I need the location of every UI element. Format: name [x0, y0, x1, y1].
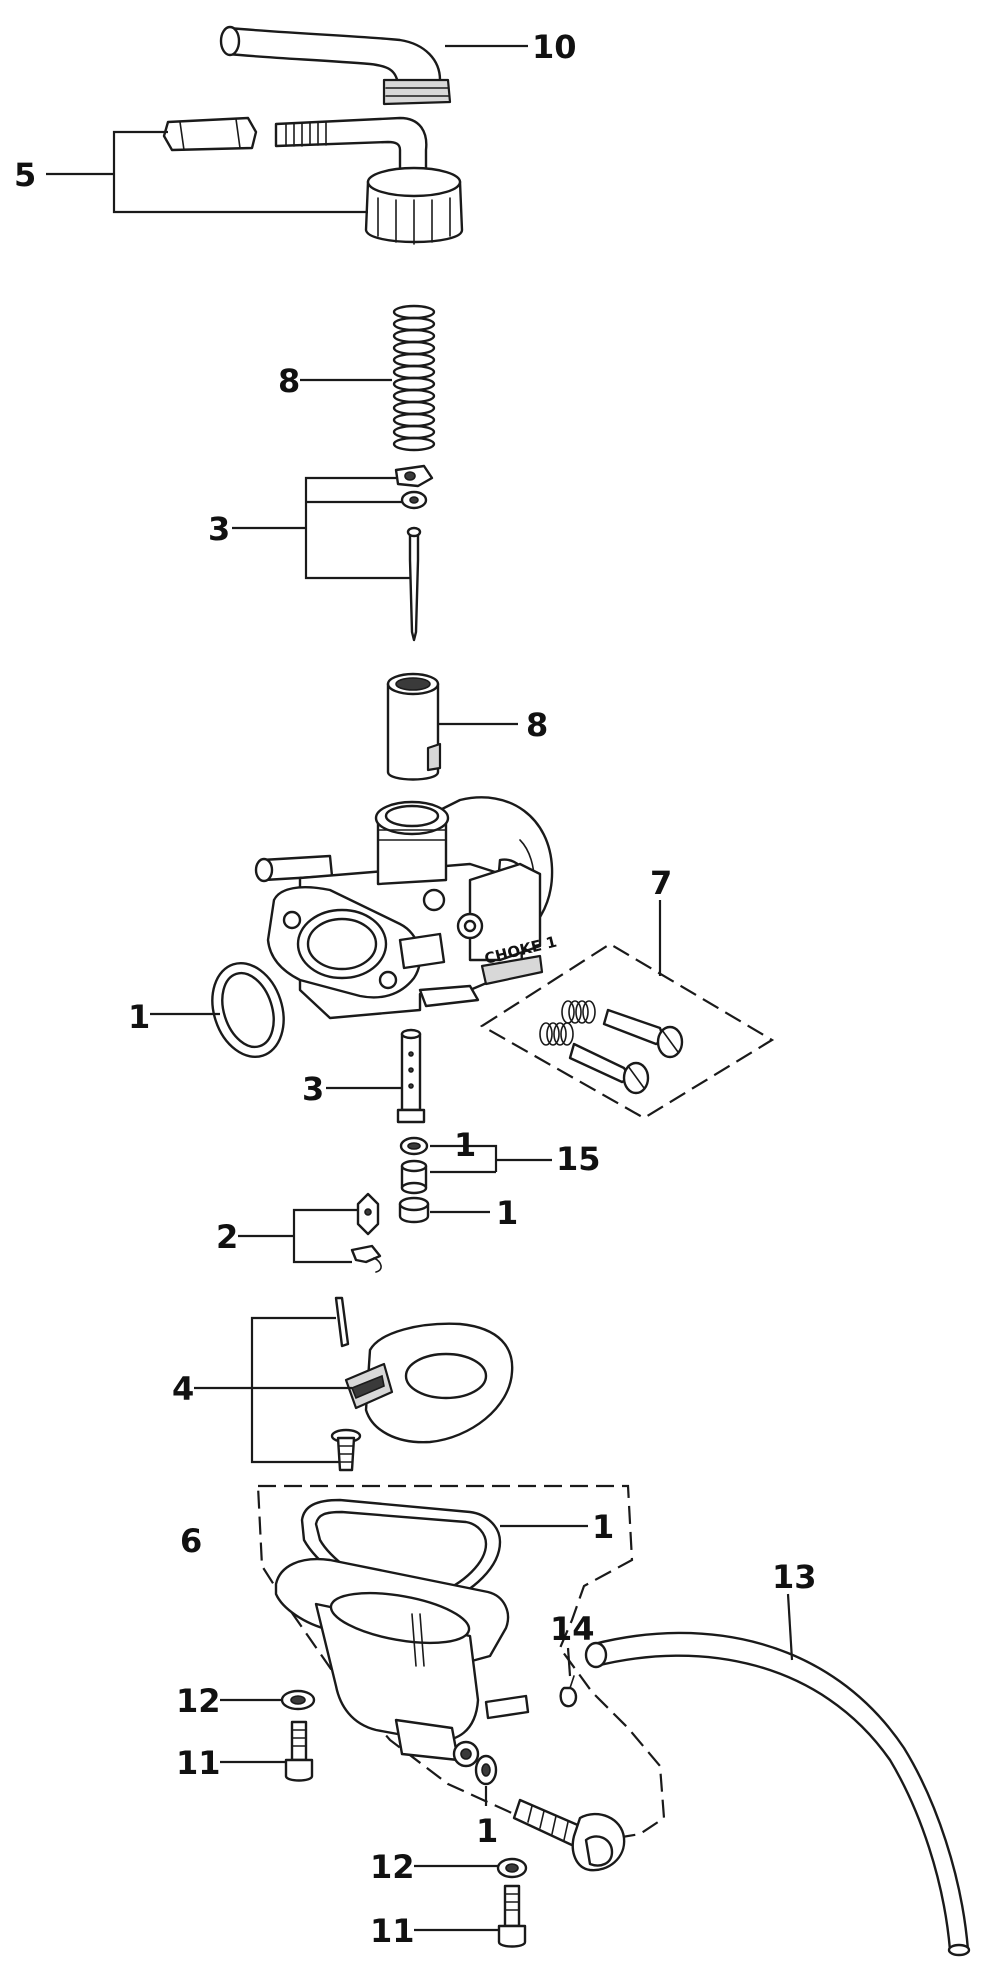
part-1-o-ring-small [399, 1136, 429, 1156]
label-14: 14 [550, 1610, 595, 1648]
part-11-screw-b [497, 1884, 527, 1948]
part-1-drain-o-ring [474, 1754, 498, 1786]
label-1d: 1 [592, 1508, 614, 1546]
bracket-15 [430, 1144, 552, 1174]
leader-14 [566, 1647, 572, 1677]
part-14-hose-clip [559, 1675, 578, 1708]
label-3a: 3 [208, 510, 230, 548]
part-2-float-needle [356, 1192, 380, 1236]
kit-screw-1 [602, 1008, 684, 1059]
kit-spring-1 [561, 1000, 596, 1024]
leader-13 [786, 1593, 794, 1661]
carburetor-body: CHOKE 1 [254, 796, 559, 1020]
label-13: 13 [772, 1558, 817, 1596]
part-4-float-pin [334, 1296, 350, 1348]
label-4: 4 [172, 1370, 194, 1408]
part-15-jet-holder [400, 1159, 428, 1195]
part-6-float-bowl [274, 1557, 530, 1768]
bracket-4 [250, 1316, 340, 1464]
label-6: 6 [180, 1522, 202, 1560]
label-5: 5 [14, 156, 36, 194]
part-12-washer-b [496, 1857, 528, 1879]
part-5-hex-nut [162, 116, 258, 152]
label-12b: 12 [370, 1848, 415, 1886]
part-6-drain-screw [512, 1798, 626, 1872]
part-3-needle-jet [396, 1028, 426, 1124]
part-4-screw [330, 1428, 362, 1472]
part-8-throttle-valve [386, 672, 442, 781]
label-8b: 8 [526, 706, 548, 744]
part-3-jet-needle [406, 526, 422, 642]
bracket-3a [304, 476, 410, 580]
label-10: 10 [532, 28, 577, 66]
part-5-threaded-elbow-cap [274, 116, 464, 245]
label-15: 15 [556, 1140, 601, 1178]
part-3-needle-washer [400, 490, 428, 510]
part-1-gasket-ring [211, 961, 285, 1059]
part-11-screw-a [284, 1720, 314, 1782]
part-8-spring [392, 304, 436, 452]
label-3b: 3 [302, 1070, 324, 1108]
part-7-kit-box [479, 942, 775, 1120]
part-12-washer-a [280, 1689, 316, 1711]
label-11a: 11 [176, 1744, 221, 1782]
part-4-float [344, 1322, 514, 1444]
part-10-elbow-pipe [219, 25, 452, 106]
kit-screw-2 [568, 1042, 650, 1095]
label-1e: 1 [476, 1812, 498, 1850]
label-11b: 11 [370, 1912, 415, 1950]
part-3-needle-clip [394, 464, 434, 488]
label-8a: 8 [278, 362, 300, 400]
part-1-main-jet [398, 1196, 430, 1224]
bracket-2 [292, 1208, 358, 1264]
label-1c: 1 [496, 1194, 518, 1232]
label-1a: 1 [128, 998, 150, 1036]
part-13-drain-hose [584, 1631, 971, 1957]
part-2-clip [350, 1244, 382, 1273]
label-2: 2 [216, 1218, 238, 1256]
kit-spring-2 [539, 1022, 574, 1046]
label-1b: 1 [454, 1126, 476, 1164]
label-7: 7 [650, 864, 672, 902]
label-12a: 12 [176, 1682, 221, 1720]
bracket-5 [112, 130, 368, 214]
